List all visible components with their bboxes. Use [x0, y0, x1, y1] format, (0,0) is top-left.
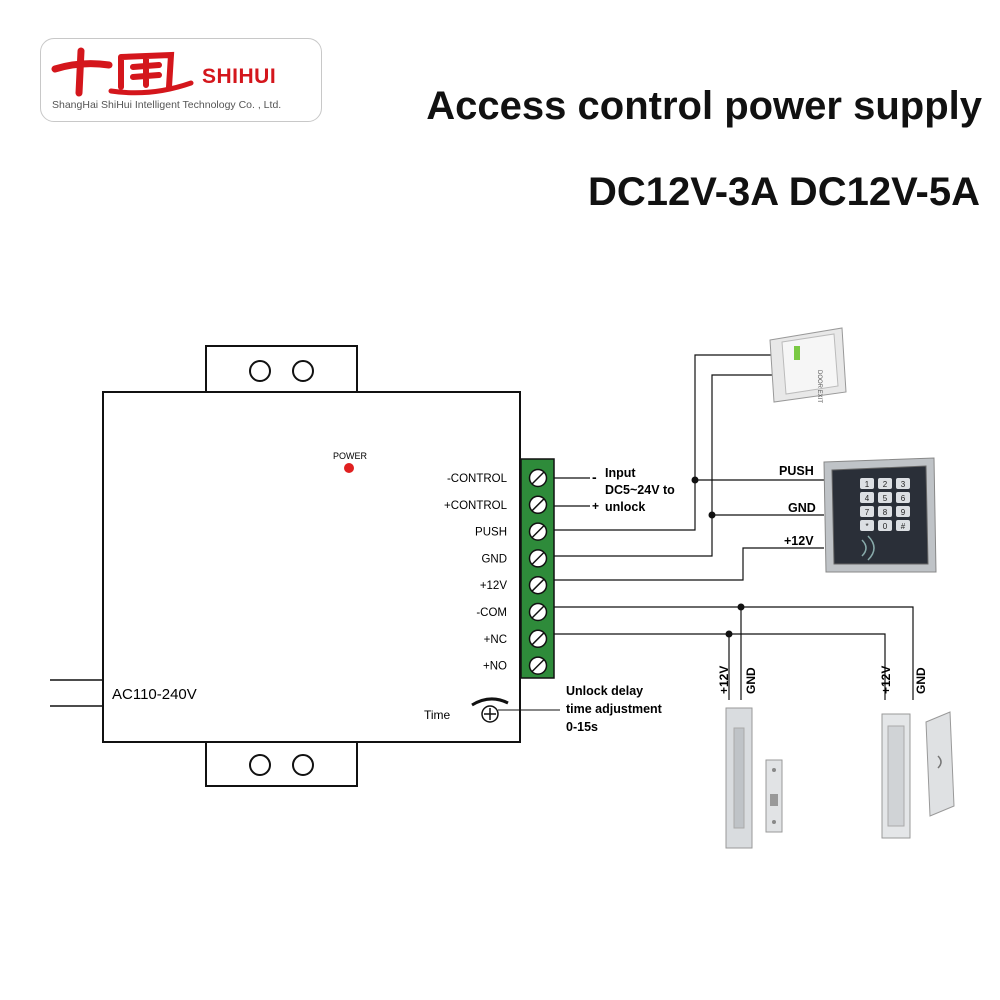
terminal-screw[interactable] [528, 468, 548, 488]
logo [40, 38, 322, 122]
exit-indicator-icon [794, 346, 800, 360]
keypad-key[interactable] [896, 506, 910, 517]
keypad-12v-label: +12V [784, 534, 814, 548]
keypad-key-label: 8 [883, 508, 888, 517]
unlock-delay-line-2: time adjustment [566, 702, 663, 716]
keypad-key-label: 2 [883, 480, 888, 489]
terminal-label: -COM [476, 607, 507, 619]
shihui-logo-mark-icon [51, 47, 194, 97]
keypad-key-label: 0 [883, 522, 888, 531]
adjust-arc-icon [471, 697, 509, 707]
terminal-label: PUSH [475, 527, 507, 539]
screw-hole-icon [292, 754, 314, 776]
terminal-screw[interactable] [528, 602, 548, 622]
keypad-push-label: PUSH [779, 464, 814, 478]
control-input-line-2: DC5~24V to [605, 483, 675, 497]
logo-brand: SHIHUI [202, 65, 277, 88]
rfid-keypad-device: 1 2 3 4 5 6 7 8 9 * 0 # [823, 457, 937, 573]
electric-bolt-lock [725, 707, 783, 849]
power-led-label: POWER [333, 451, 368, 461]
keypad-key-label: 5 [883, 494, 888, 503]
keypad-gnd-label: GND [788, 501, 816, 515]
terminal-screw[interactable] [528, 656, 548, 675]
screw-hole-icon [249, 360, 271, 382]
keypad-key[interactable] [878, 506, 892, 517]
page-title: Access control power supply [426, 84, 982, 128]
terminal-label: +NC [484, 634, 507, 646]
keypad-key[interactable] [878, 492, 892, 503]
terminal-screw[interactable] [528, 629, 548, 649]
unlock-delay-line-1: Unlock delay [566, 684, 643, 698]
keypad-key-label: 1 [865, 480, 870, 489]
mag-12v-label: +12V [879, 666, 893, 694]
power-led-icon [344, 463, 354, 473]
keypad-key-label: # [901, 522, 906, 531]
control-input-line-3: unlock [605, 500, 645, 514]
keypad-key-label: * [865, 522, 868, 531]
plus-sign: + [592, 499, 599, 513]
top-mounting-bracket [205, 345, 358, 393]
keypad-key[interactable] [896, 492, 910, 503]
minus-sign: - [592, 469, 597, 485]
keypad-key-label: 7 [865, 508, 870, 517]
keypad-key[interactable] [860, 478, 874, 489]
terminal-screw[interactable] [528, 575, 548, 595]
bolt-12v-label: +12V [717, 666, 731, 694]
terminal-label: +NO [483, 661, 507, 673]
bottom-mounting-bracket [205, 739, 358, 787]
power-supply-box [102, 391, 521, 743]
unlock-delay-line-3: 0-15s [566, 720, 598, 734]
terminal-label: -CONTROL [447, 473, 508, 485]
bolt-gnd-label: GND [744, 667, 758, 694]
time-label: Time [424, 708, 451, 722]
terminal-label: +CONTROL [444, 500, 508, 512]
rfid-icon [861, 535, 875, 561]
keypad-key-label: 9 [901, 508, 906, 517]
mag-gnd-label: GND [914, 667, 928, 694]
exit-button-device: DOOR EXIT [769, 327, 847, 403]
terminal-screw[interactable] [528, 495, 548, 515]
keypad-key[interactable] [878, 520, 892, 531]
keypad-key-label: 4 [865, 494, 870, 503]
terminal-label: GND [481, 553, 507, 565]
keypad-key[interactable] [896, 520, 910, 531]
page-subtitle: DC12V-3A DC12V-5A [587, 170, 980, 214]
wires [554, 354, 914, 700]
keypad-key[interactable] [860, 506, 874, 517]
keypad-key[interactable] [896, 478, 910, 489]
terminal-screw[interactable] [528, 549, 548, 568]
screw-hole-icon [249, 754, 271, 776]
svg-text:DOOR EXIT: DOOR EXIT [816, 370, 822, 403]
control-input-line-1: Input [605, 466, 636, 480]
wire-junctions [691, 476, 745, 638]
keypad-key[interactable] [878, 478, 892, 489]
keypad-key[interactable] [860, 520, 874, 531]
screw-hole-icon [292, 360, 314, 382]
keypad-key[interactable] [860, 492, 874, 503]
magnetic-lock [881, 711, 955, 839]
keypad-key-label: 3 [901, 480, 906, 489]
logo-company: ShangHai ShiHui Intelligent Technology C… [52, 99, 282, 111]
terminal-label: +12V [480, 580, 508, 592]
keypad-key-label: 6 [901, 494, 906, 503]
terminal-screw[interactable] [528, 522, 548, 541]
mains-label: AC110-240V [112, 686, 197, 703]
time-adjust-knob[interactable] [481, 705, 499, 723]
